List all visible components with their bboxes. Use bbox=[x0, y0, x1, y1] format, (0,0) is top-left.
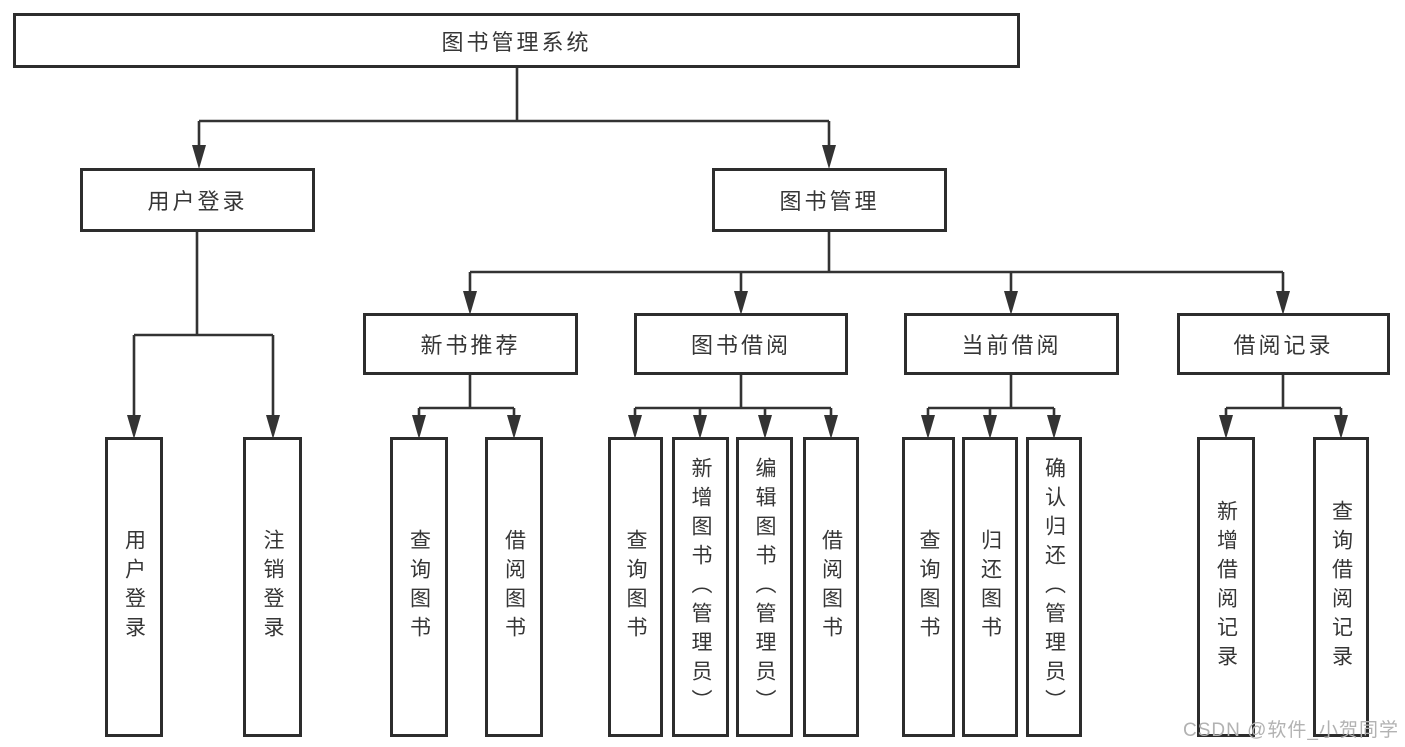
node-current-borrowing: 当前借阅 bbox=[904, 313, 1119, 375]
leaf-logout: 注销登录 bbox=[243, 437, 302, 737]
csdn-watermark: CSDN @软件_小贺同学 bbox=[1183, 720, 1399, 741]
leaf-nbr-borrow-books: 借阅图书 bbox=[485, 437, 543, 737]
leaf-bb-add-books-admin: 新增图书（管理员） bbox=[672, 437, 729, 737]
leaf-br-query-record: 查询借阅记录 bbox=[1313, 437, 1369, 737]
leaf-cb-confirm-return-admin: 确认归还（管理员） bbox=[1026, 437, 1082, 737]
leaf-bb-edit-books-admin: 编辑图书（管理员） bbox=[736, 437, 793, 737]
leaf-br-add-record: 新增借阅记录 bbox=[1197, 437, 1255, 737]
node-book-management: 图书管理 bbox=[712, 168, 947, 232]
leaf-cb-return-books: 归还图书 bbox=[962, 437, 1018, 737]
node-user-login: 用户登录 bbox=[80, 168, 315, 232]
node-borrowing-records: 借阅记录 bbox=[1177, 313, 1390, 375]
arrowheads bbox=[127, 145, 1348, 439]
node-book-borrowing: 图书借阅 bbox=[634, 313, 848, 375]
leaf-user-login: 用户登录 bbox=[105, 437, 163, 737]
leaf-bb-query-books: 查询图书 bbox=[608, 437, 663, 737]
leaf-nbr-query-books: 查询图书 bbox=[390, 437, 448, 737]
node-root-system: 图书管理系统 bbox=[13, 13, 1020, 68]
leaf-bb-borrow-books: 借阅图书 bbox=[803, 437, 859, 737]
node-new-book-recommend: 新书推荐 bbox=[363, 313, 578, 375]
leaf-cb-query-books: 查询图书 bbox=[902, 437, 955, 737]
